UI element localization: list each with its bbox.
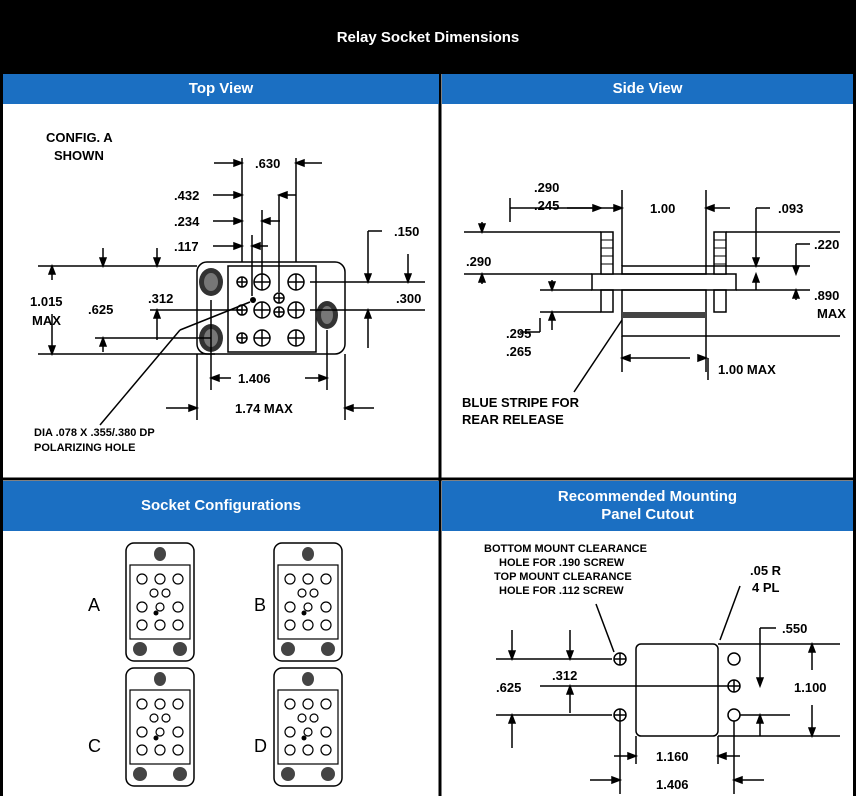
dim-1015: 1.015 (30, 294, 63, 309)
header-mounting: Recommended Mounting Panel Cutout (442, 481, 853, 531)
dim-290: .290 (466, 254, 491, 269)
dim-174-max: 1.74 MAX (235, 401, 293, 416)
dim-1160: 1.160 (656, 749, 689, 764)
dim-100-max: 1.00 MAX (718, 362, 776, 377)
dim-150: .150 (394, 224, 419, 239)
header-mounting-line2: Panel Cutout (601, 506, 694, 523)
socket-c-icon (125, 667, 195, 787)
dim-290-top: .290 (534, 180, 559, 195)
config-label-b: B (254, 595, 266, 615)
stripe-note-line2: REAR RELEASE (462, 412, 564, 427)
config-label-c: C (88, 736, 101, 756)
dim-245: .245 (534, 198, 559, 213)
dim-295: .295 (506, 326, 531, 341)
config-label-d: D (254, 736, 267, 756)
mounting-drawing: BOTTOM MOUNT CLEARANCE HOLE FOR .190 SCR… (484, 543, 840, 794)
dim-1406: 1.406 (238, 371, 271, 386)
dim-625-mount: .625 (496, 680, 521, 695)
dim-1100: 1.100 (794, 680, 827, 695)
side-view-drawing: .290 .245 1.00 .093 .290 .220 .890 MAX .… (462, 180, 846, 427)
dim-625: .625 (88, 302, 113, 317)
header-top-view: Top View (3, 74, 439, 104)
dim-890: .890 (814, 288, 839, 303)
dim-630: .630 (255, 156, 280, 171)
clearance-note-line4: HOLE FOR .112 SCREW (499, 585, 624, 597)
header-side-view-label: Side View (612, 80, 683, 97)
header-socket-configs: Socket Configurations (3, 481, 439, 531)
dim-890-max: MAX (817, 306, 846, 321)
dim-550: .550 (782, 621, 807, 636)
dim-300: .300 (396, 291, 421, 306)
dim-1406-mount: 1.406 (656, 777, 689, 792)
header-side-view: Side View (442, 74, 853, 104)
header-socket-configs-label: Socket Configurations (140, 497, 301, 514)
clearance-note-line3: TOP MOUNT CLEARANCE (494, 571, 632, 583)
top-view-drawing: CONFIG. A SHOWN .630 .432 .234 .117 .150… (30, 130, 425, 454)
polarizing-note-line1: DIA .078 X .355/.380 DP (34, 427, 155, 439)
dim-117: .117 (174, 239, 199, 254)
header-top-view-label: Top View (188, 80, 254, 97)
socket-configs-drawing: A B C D (88, 542, 343, 787)
socket-b-icon (273, 542, 343, 662)
header-mounting-line1: Recommended Mounting (557, 488, 738, 505)
polarizing-note-line2: POLARIZING HOLE (34, 442, 135, 454)
dim-100: 1.00 (650, 201, 675, 216)
socket-d-icon (273, 667, 343, 787)
stripe-note-line1: BLUE STRIPE FOR (462, 395, 580, 410)
radius-line2: 4 PL (752, 580, 780, 595)
dim-093: .093 (778, 201, 803, 216)
dim-432: .432 (174, 188, 199, 203)
radius-line1: .05 R (750, 563, 782, 578)
config-label-a: A (88, 595, 100, 615)
dim-220: .220 (814, 237, 839, 252)
dim-234: .234 (174, 214, 200, 229)
config-line1: CONFIG. A (46, 130, 113, 145)
dim-1015-max: MAX (32, 313, 61, 328)
clearance-note-line1: BOTTOM MOUNT CLEARANCE (484, 543, 647, 555)
clearance-note-line2: HOLE FOR .190 SCREW (499, 557, 625, 569)
dim-312-mount: .312 (552, 668, 577, 683)
dim-265: .265 (506, 344, 531, 359)
dim-312: .312 (148, 291, 173, 306)
socket-a-icon (125, 542, 195, 662)
page-title: Relay Socket Dimensions (0, 0, 856, 74)
config-line2: SHOWN (54, 148, 104, 163)
